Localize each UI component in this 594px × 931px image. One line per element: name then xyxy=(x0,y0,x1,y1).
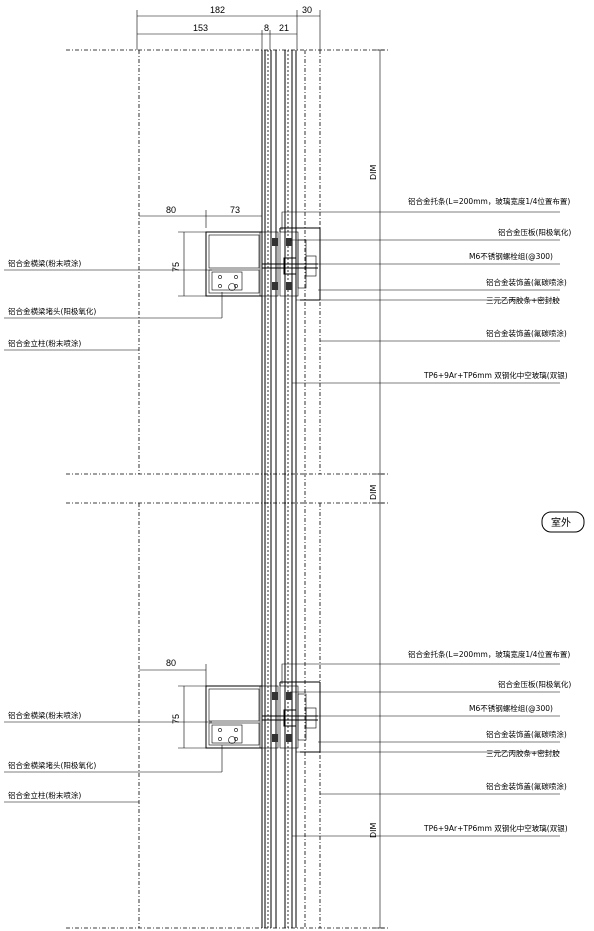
right-label-lower-0: 铝合金托条(L=200mm，玻璃宽度1/4位置布置) xyxy=(408,649,570,659)
right-label-upper-4: 三元乙丙胶条+密封胶 xyxy=(486,295,560,305)
dim-80-upper: 80 xyxy=(166,205,176,215)
right-label-upper-5: 铝合金装饰盖(氟碳喷涂) xyxy=(486,328,567,338)
dim-label-lower: DIM xyxy=(369,822,378,838)
left-label-upper-0: 铝合金横梁(粉末喷涂) xyxy=(8,258,81,268)
right-label-lower-1: 铝合金压板(阳极氧化) xyxy=(498,679,571,689)
transom-detail-upper: 80 73 75 铝合金 xyxy=(4,196,571,384)
dim-d2: 8 xyxy=(264,23,269,33)
dim-d3: 21 xyxy=(279,23,289,33)
outside-marker: 室外 xyxy=(541,511,585,533)
right-label-lower-5: 铝合金装饰盖(氟碳喷涂) xyxy=(486,781,567,791)
left-label-upper-2: 铝合金立柱(粉末喷涂) xyxy=(8,338,81,348)
dim-75-lower: 75 xyxy=(171,714,181,724)
right-label-lower-2: M6不锈钢螺栓组(@300) xyxy=(469,703,553,713)
dim-label-upper: DIM xyxy=(369,164,378,180)
mullion-and-glass-lines xyxy=(261,50,306,928)
outside-label: 室外 xyxy=(551,516,571,529)
dim-75-upper: 75 xyxy=(171,262,181,272)
right-label-upper-3: 铝合金装饰盖(氟碳喷涂) xyxy=(486,277,567,287)
dim-d1: 153 xyxy=(193,23,208,33)
right-label-upper-6: TP6+9Ar+TP6mm 双钢化中空玻璃(双银) xyxy=(423,370,568,380)
right-label-lower-3: 铝合金装饰盖(氟碳喷涂) xyxy=(486,729,567,739)
right-label-upper-1: 铝合金压板(阳极氧化) xyxy=(498,227,571,237)
dim-overall: 182 xyxy=(210,5,225,15)
dim-73-upper: 73 xyxy=(230,205,240,215)
dim-label-middle: DIM xyxy=(369,484,378,500)
transom-detail-lower: 80 75 铝合金横梁(粉末喷涂 xyxy=(4,649,571,837)
right-label-upper-2: M6不锈钢螺栓组(@300) xyxy=(469,251,553,261)
right-label-lower-6: TP6+9Ar+TP6mm 双钢化中空玻璃(双银) xyxy=(423,823,568,833)
frame-lines xyxy=(66,49,390,929)
right-label-lower-4: 三元乙丙胶条+密封胶 xyxy=(486,748,560,758)
right-label-upper-0: 铝合金托条(L=200mm，玻璃宽度1/4位置布置) xyxy=(408,196,570,206)
left-label-lower-2: 铝合金立柱(粉末喷涂) xyxy=(8,790,81,800)
dim-outer: 30 xyxy=(302,5,312,15)
left-label-lower-1: 铝合金横梁堵头(阳极氧化) xyxy=(8,760,96,770)
left-label-upper-1: 铝合金横梁堵头(阳极氧化) xyxy=(8,306,96,316)
top-dimension-group: 182 30 153 8 21 xyxy=(136,5,321,50)
left-label-lower-0: 铝合金横梁(粉末喷涂) xyxy=(8,710,81,720)
dim-80-lower: 80 xyxy=(166,658,176,668)
